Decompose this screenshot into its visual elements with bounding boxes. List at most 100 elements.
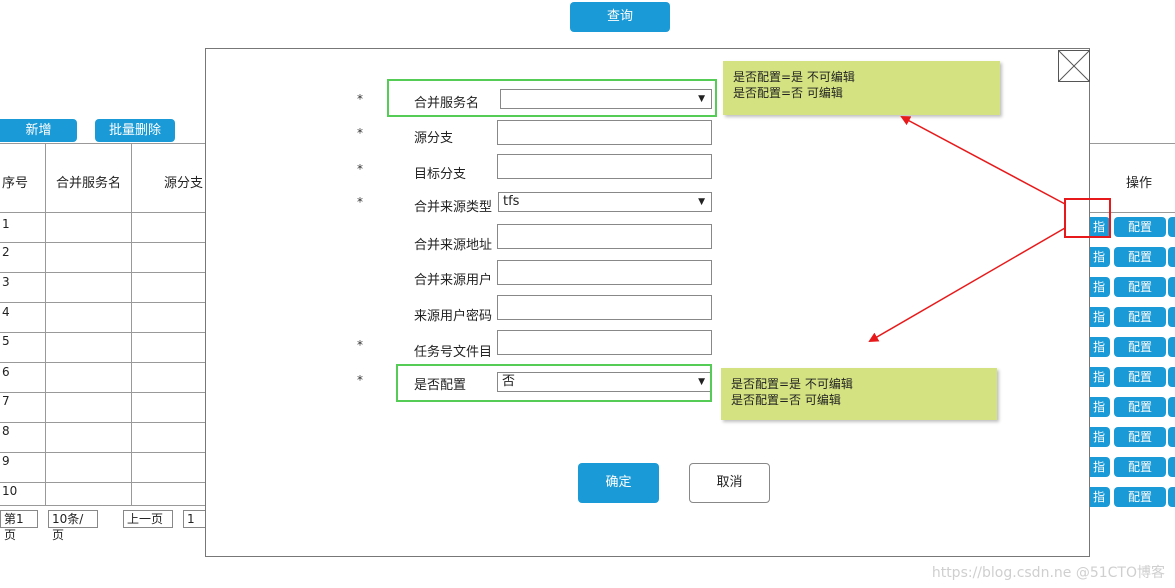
row-divider [0, 422, 205, 423]
table-border [1090, 143, 1175, 144]
red-arrow-up [900, 116, 1066, 205]
label-source-branch: 源分支 [414, 131, 454, 146]
row-divider [0, 452, 205, 453]
chevron-down-icon: ▼ [698, 377, 705, 387]
config-button[interactable]: 配置 [1114, 427, 1166, 447]
red-arrow-down [868, 227, 1066, 343]
chevron-down-icon: ▼ [698, 94, 705, 104]
row-divider [0, 302, 205, 303]
config-button[interactable]: 配置 [1114, 307, 1166, 327]
label-source-type: 合并来源类型 [414, 200, 493, 215]
row-number: 1 [2, 217, 10, 231]
table-border [0, 143, 205, 144]
config-button[interactable]: 配置 [1114, 367, 1166, 387]
config-dialog: * * * * * * 合并服务名 源分支 目标分支 合并来源类型 合并来源地址… [205, 48, 1090, 557]
row-number: 4 [2, 305, 10, 319]
header-actions: 操作 [1126, 176, 1153, 191]
row-divider [0, 272, 205, 273]
table-header-border [1090, 212, 1175, 213]
required-mark: * [357, 92, 363, 106]
table-divider [45, 143, 46, 505]
delete-button[interactable] [1168, 487, 1175, 507]
note-line: 是否配置=否 可编辑 [733, 86, 843, 100]
source-type-value: tfs [503, 194, 520, 209]
row-divider [0, 505, 205, 506]
row-divider [0, 482, 205, 483]
source-branch-input[interactable] [497, 120, 712, 145]
is-config-value: 否 [502, 374, 516, 389]
required-mark: * [357, 338, 363, 352]
is-config-select[interactable]: 否 ▼ [497, 372, 712, 392]
pager-page-input[interactable]: 1 [183, 510, 205, 528]
label-source-user: 合并来源用户 [414, 273, 493, 288]
query-button[interactable]: 查询 [570, 2, 670, 32]
row-number: 7 [2, 394, 10, 408]
delete-button[interactable] [1168, 457, 1175, 477]
config-button[interactable]: 配置 [1114, 337, 1166, 357]
delete-button[interactable] [1168, 277, 1175, 297]
note-line: 是否配置=否 可编辑 [731, 393, 841, 407]
pager-page-size[interactable]: 10条/页 [48, 510, 98, 542]
row-number: 9 [2, 454, 10, 468]
row-divider [0, 242, 205, 243]
close-icon[interactable] [1058, 50, 1090, 82]
row-divider [0, 332, 205, 333]
row-number: 6 [2, 365, 10, 379]
config-button[interactable]: 配置 [1114, 397, 1166, 417]
row-number: 5 [2, 334, 10, 348]
config-button[interactable]: 配置 [1114, 217, 1166, 237]
config-button[interactable]: 配置 [1114, 457, 1166, 477]
config-button[interactable]: 配置 [1114, 277, 1166, 297]
delete-button[interactable] [1168, 397, 1175, 417]
batch-delete-button[interactable]: 批量删除 [95, 119, 175, 142]
row-number: 8 [2, 424, 10, 438]
label-source-password: 来源用户密码 [414, 309, 493, 324]
task-dir-input[interactable] [497, 330, 712, 355]
note-line: 是否配置=是 不可编辑 [733, 70, 855, 84]
required-mark: * [357, 162, 363, 176]
red-highlight-box [1064, 198, 1111, 238]
delete-button[interactable] [1168, 217, 1175, 237]
required-mark: * [357, 195, 363, 209]
target-branch-input[interactable] [497, 154, 712, 179]
source-type-select[interactable]: tfs ▼ [498, 192, 712, 212]
merge-service-select[interactable]: ▼ [500, 89, 712, 109]
header-source-branch: 源分支 [164, 176, 204, 191]
delete-button[interactable] [1168, 427, 1175, 447]
table-divider [131, 143, 132, 505]
watermark: https://blog.csdn.ne @51CTO博客 [931, 565, 1165, 581]
delete-button[interactable] [1168, 247, 1175, 267]
note-line: 是否配置=是 不可编辑 [731, 377, 853, 391]
ok-button[interactable]: 确定 [578, 463, 659, 503]
chevron-down-icon: ▼ [698, 197, 705, 207]
label-is-config: 是否配置 [414, 378, 467, 393]
source-password-input[interactable] [497, 295, 712, 320]
label-source-address: 合并来源地址 [414, 238, 493, 253]
highlight-merge-service [387, 79, 717, 117]
annotation-note-bottom: 是否配置=是 不可编辑 是否配置=否 可编辑 [721, 368, 997, 420]
config-button[interactable]: 配置 [1114, 487, 1166, 507]
pager-prev-button[interactable]: 上一页 [123, 510, 173, 528]
delete-button[interactable] [1168, 337, 1175, 357]
table-header-border [0, 212, 205, 213]
row-divider [0, 392, 205, 393]
source-address-input[interactable] [497, 224, 712, 249]
header-seq: 序号 [2, 176, 29, 191]
row-divider [0, 362, 205, 363]
add-button[interactable]: 新增 [0, 119, 77, 142]
annotation-note-top: 是否配置=是 不可编辑 是否配置=否 可编辑 [723, 61, 1000, 115]
config-button[interactable]: 配置 [1114, 247, 1166, 267]
label-target-branch: 目标分支 [414, 167, 467, 182]
required-mark: * [357, 126, 363, 140]
cancel-button[interactable]: 取消 [689, 463, 770, 503]
row-number: 2 [2, 245, 10, 259]
label-task-dir: 任务号文件目 [414, 345, 493, 360]
label-merge-service: 合并服务名 [414, 96, 480, 111]
row-number: 3 [2, 275, 10, 289]
required-mark: * [357, 373, 363, 387]
delete-button[interactable] [1168, 367, 1175, 387]
highlight-is-config [396, 364, 712, 402]
delete-button[interactable] [1168, 307, 1175, 327]
source-user-input[interactable] [497, 260, 712, 285]
